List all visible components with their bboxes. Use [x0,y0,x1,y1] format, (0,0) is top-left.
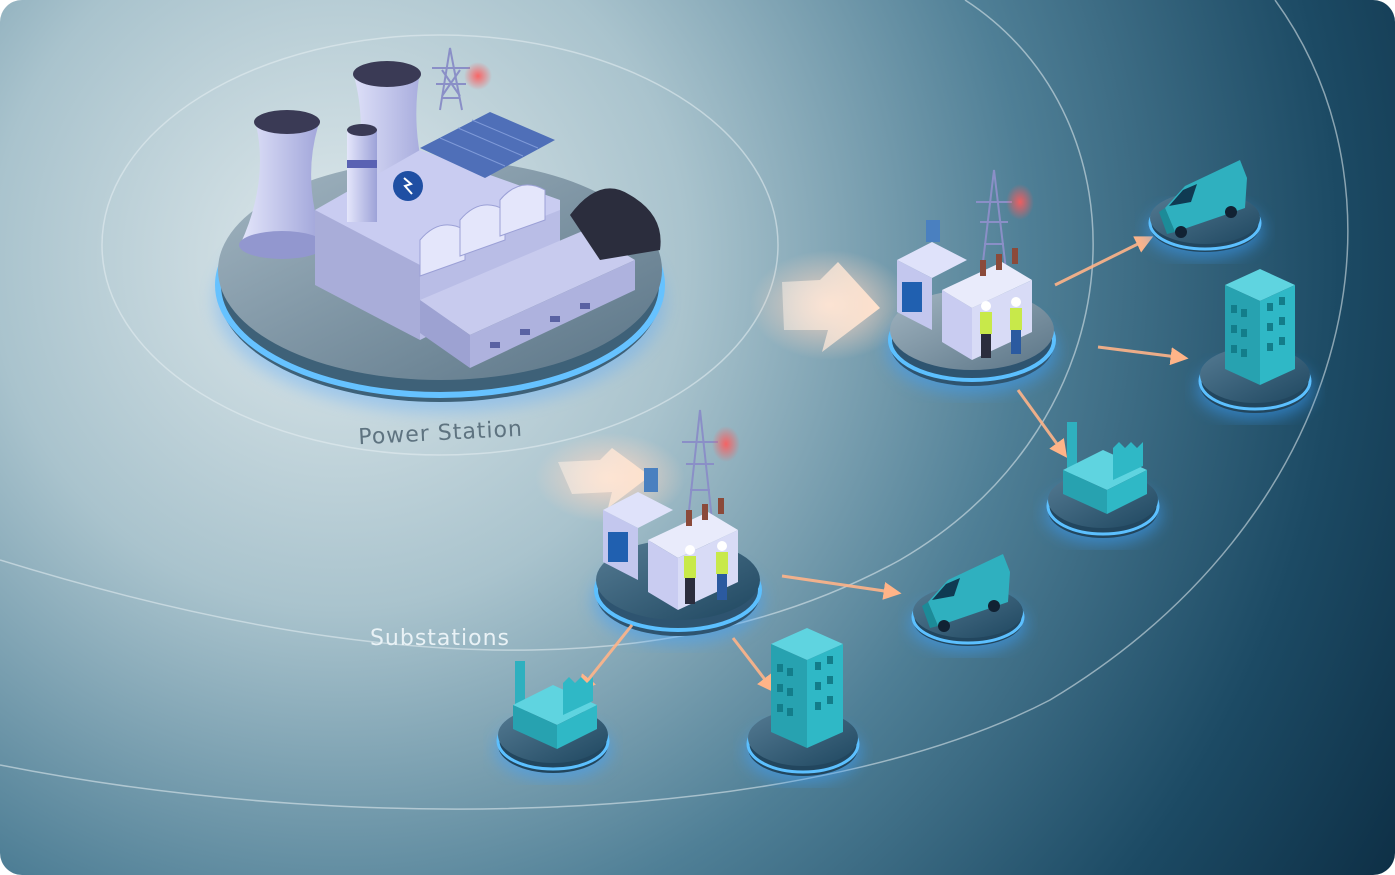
transformer-substation-icon [593,409,763,644]
delivery-van-icon [910,554,1026,652]
factory-icon [495,661,611,779]
transformer-substation-icon [887,169,1057,394]
customer-ring [0,0,1349,810]
delivery-van-icon [1147,160,1263,258]
main-flow-arrow-icon [750,250,910,360]
distribution-rings [0,0,1349,810]
power-station-ring [101,34,779,456]
power-plant-icon [215,47,665,412]
substation-ring [0,0,1094,651]
distribution-flow-arrows [577,236,1189,693]
office-building-icon [1197,269,1313,419]
office-building-icon [745,628,861,782]
substations-label: Substations [370,626,510,651]
factory-icon [1045,422,1161,544]
